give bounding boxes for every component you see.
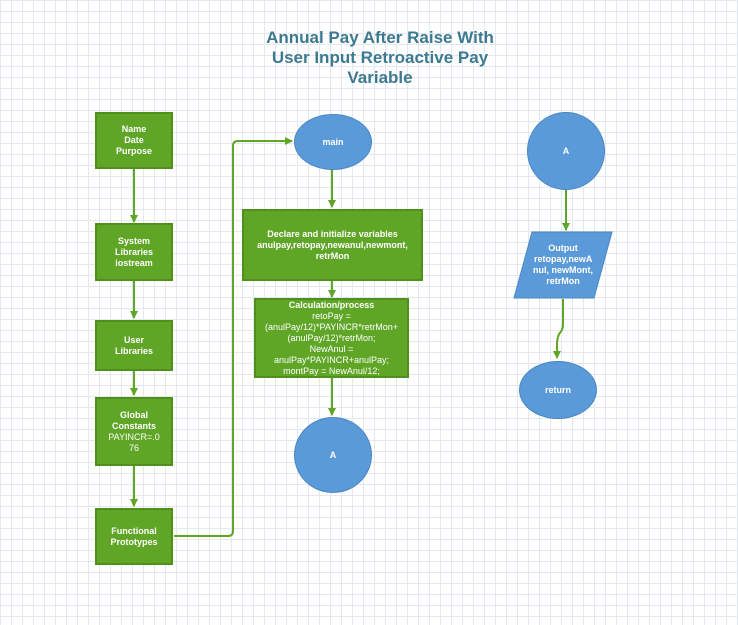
output-line-1: Output bbox=[548, 243, 578, 253]
connector-a-out: A bbox=[294, 417, 372, 493]
user-libraries-line-2: Libraries bbox=[114, 345, 154, 356]
declare-variables-box: Declare and initialize variables anulpay… bbox=[242, 209, 423, 281]
header-line-2: Date bbox=[124, 135, 144, 145]
calc-line-3: (anulPay/12)*PAYINCR*retrMon+ bbox=[265, 321, 398, 332]
header-line-1: Name bbox=[121, 124, 147, 134]
output-shape bbox=[513, 231, 613, 299]
connector-a-out-label: A bbox=[329, 450, 337, 460]
system-libraries-line-3: iostream bbox=[115, 257, 153, 268]
global-constants-box: Global Constants PAYINCR=.0 76 bbox=[95, 397, 173, 466]
output-line-3: nul, newMont, bbox=[533, 265, 593, 275]
functional-prototypes-line-2: Prototypes bbox=[110, 536, 158, 547]
connector-a-in: A bbox=[527, 112, 605, 190]
user-libraries-line-1: User bbox=[123, 334, 144, 345]
output-parallelogram: Output retopay,newA nul, newMont, retrMo… bbox=[513, 231, 613, 299]
declare-line-1: Declare and initialize variables bbox=[267, 228, 398, 239]
functional-prototypes-box: Functional Prototypes bbox=[95, 508, 173, 565]
title-line-2: User Input Retroactive Pay bbox=[271, 48, 489, 67]
calc-line-7: montPay = NewAnul/12; bbox=[283, 365, 380, 376]
return-label: return bbox=[544, 385, 571, 395]
calc-line-4: (anulPay/12)*retrMon; bbox=[287, 332, 376, 343]
return-terminal: return bbox=[519, 361, 597, 419]
arrow-prototypes-to-main bbox=[174, 137, 293, 537]
user-libraries-box: User Libraries bbox=[95, 320, 173, 371]
title-line-3: Variable bbox=[347, 68, 413, 87]
functional-prototypes-line-1: Functional bbox=[111, 525, 157, 536]
main-label: main bbox=[322, 137, 344, 147]
connector-a-in-label: A bbox=[562, 146, 570, 156]
header-line-3: Purpose bbox=[115, 146, 152, 156]
declare-line-3: retrMon bbox=[315, 250, 350, 261]
output-text: Output retopay,newA nul, newMont, retrMo… bbox=[531, 243, 595, 287]
calculation-box: Calculation/process retoPay = (anulPay/1… bbox=[254, 298, 409, 378]
calc-line-1: Calculation/process bbox=[288, 299, 375, 310]
global-constants-line-1: Global bbox=[119, 409, 148, 420]
header-box: Name Date Purpose bbox=[95, 112, 173, 169]
calc-line-2: retoPay = bbox=[312, 310, 351, 321]
system-libraries-box: System Libraries iostream bbox=[95, 223, 173, 281]
title-line-1: Annual Pay After Raise With bbox=[266, 28, 494, 47]
global-constants-line-3: PAYINCR=.0 bbox=[108, 431, 160, 442]
declare-line-2: anulpay,retopay,newanul,newmont, bbox=[257, 239, 408, 250]
system-libraries-line-2: Libraries bbox=[114, 246, 154, 257]
system-libraries-line-1: System bbox=[117, 235, 151, 246]
global-constants-line-4: 76 bbox=[128, 442, 139, 453]
arrow-output-to-return bbox=[553, 299, 564, 359]
global-constants-line-2: Constants bbox=[111, 420, 156, 431]
calc-line-5: NewAnul = bbox=[309, 343, 354, 354]
output-line-4: retrMon bbox=[546, 276, 580, 286]
output-line-2: retopay,newA bbox=[533, 254, 592, 264]
diagram-title: Annual Pay After Raise With User Input R… bbox=[230, 28, 530, 88]
calc-line-6: anulPay*PAYINCR+anulPay; bbox=[274, 354, 389, 365]
main-terminal: main bbox=[294, 114, 372, 170]
